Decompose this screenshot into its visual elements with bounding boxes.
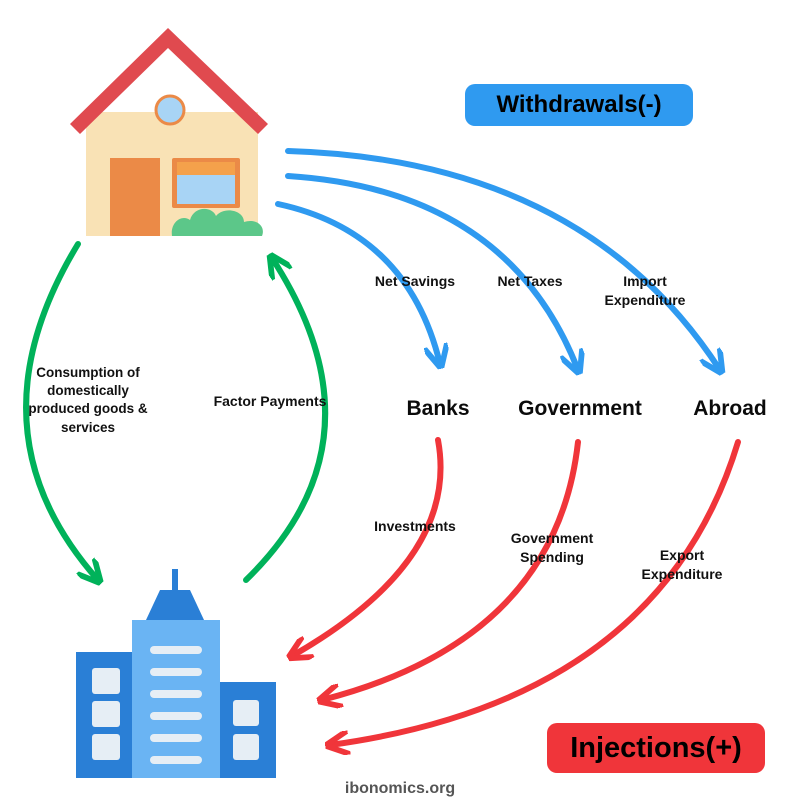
withdrawals-badge: Withdrawals(-) — [465, 84, 693, 126]
house-icon — [70, 28, 268, 236]
banks-label: Banks — [406, 397, 470, 420]
net-savings-arrow — [275, 201, 440, 364]
import-expenditure-arrow — [285, 148, 720, 370]
import-expenditure-line-1: Import — [623, 273, 667, 289]
export-expenditure-line-2: Expenditure — [641, 565, 723, 582]
government-spending-line-2: Spending — [520, 548, 584, 565]
net-taxes-label: Net Taxes — [497, 273, 563, 289]
footer-source: ibonomics.org — [344, 780, 456, 797]
net-savings-label: Net Savings — [374, 273, 456, 289]
investments-label: Investments — [374, 518, 456, 534]
investments-arrow — [292, 437, 444, 656]
consumption-label: Consumption of domestically produced goo… — [28, 365, 148, 435]
factor-payments-arrow — [243, 258, 329, 583]
injections-badge: Injections(+) — [547, 723, 765, 773]
export-expenditure-line-1: Export — [659, 547, 705, 563]
government-label: Government — [518, 397, 642, 420]
government-spending-arrow — [322, 439, 581, 700]
import-expenditure-label: Import Expenditure — [590, 272, 700, 310]
government-spending-line-1: Government — [510, 530, 594, 546]
export-expenditure-label: Export Expenditure — [626, 546, 738, 584]
export-expenditure-arrow — [330, 439, 741, 745]
government-spending-label: Government Spending — [494, 529, 610, 567]
abroad-label: Abroad — [693, 397, 767, 420]
office-building-icon — [76, 569, 276, 778]
consumption-arrow — [23, 241, 98, 580]
factor-payments-label: Factor Payments — [213, 393, 327, 409]
import-expenditure-line-2: Expenditure — [604, 291, 686, 308]
net-taxes-arrow — [285, 173, 578, 370]
